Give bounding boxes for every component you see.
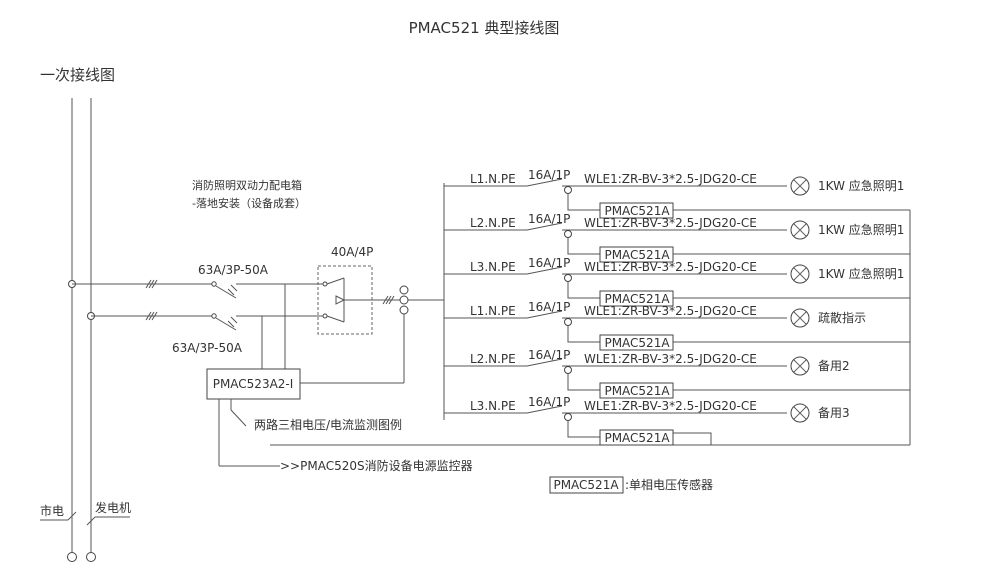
circuit-phase: L3.N.PE — [470, 399, 516, 413]
breaker-top-label: 63A/3P-50A — [198, 263, 269, 277]
circuit-cable-spec: WLE1:ZR-BV-3*2.5-JDG20-CE — [584, 399, 757, 413]
circuit-cable-spec: WLE1:ZR-BV-3*2.5-JDG20-CE — [584, 304, 757, 318]
outgoing-tick-marks — [382, 295, 395, 305]
circuit-breaker-rating: 16A/1P — [528, 256, 570, 270]
circuit-row: L1.N.PE 16A/1P WLE1:ZR-BV-3*2.5-JDG20-CE PM… — [444, 168, 910, 219]
circuit-row: L2.N.PE 16A/1P WLE1:ZR-BV-3*2.5-JDG20-CE PM… — [444, 348, 910, 399]
circuit-load-label: 疏散指示 — [818, 310, 866, 325]
circuit-row: L1.N.PE 16A/1P WLE1:ZR-BV-3*2.5-JDG20-CE PM… — [444, 300, 910, 351]
sensor-lead — [567, 194, 600, 211]
sensor-lead — [567, 238, 600, 255]
sensor-box — [599, 429, 674, 446]
incoming-breaker-bottom — [211, 313, 290, 331]
circuit-breaker-rating: 16A/1P — [528, 168, 570, 182]
page-title: PMAC521 典型接线图 — [409, 19, 560, 37]
breaker-bottom-label: 63A/3P-50A — [172, 341, 243, 355]
sensor-lead — [567, 282, 600, 299]
circuit-cable-spec: WLE1:ZR-BV-3*2.5-JDG20-CE — [584, 172, 757, 186]
circuit-load-label: 1KW 应急照明1 — [818, 266, 904, 281]
circuit-sensor-label: PMAC521A — [604, 384, 670, 398]
circuit-tap-node — [564, 413, 572, 421]
circuit-breaker-blade — [526, 405, 563, 414]
monitor-note: 两路三相电压/电流监测图例 — [254, 417, 402, 432]
main-switch-contacts — [290, 277, 372, 323]
generator-label: 发电机 — [95, 500, 131, 515]
sensor-lead — [567, 374, 600, 391]
circuit-cable-spec: WLE1:ZR-BV-3*2.5-JDG20-CE — [584, 260, 757, 274]
panel-caption-line1: 消防照明双动力配电箱 — [192, 178, 302, 192]
ct-symbols — [300, 285, 409, 384]
circuit-row: L3.N.PE 16A/1P WLE1:ZR-BV-3*2.5-JDG20-CE PM… — [444, 395, 850, 446]
sensor-lead — [567, 326, 600, 343]
circuit-tap-node — [564, 230, 572, 238]
circuit-breaker-rating: 16A/1P — [528, 348, 570, 362]
incoming-breaker-top — [211, 281, 290, 299]
circuit-sensor-label: PMAC521A — [604, 292, 670, 306]
circuit-cable-spec: WLE1:ZR-BV-3*2.5-JDG20-CE — [584, 352, 757, 366]
circuit-phase: L1.N.PE — [470, 304, 516, 318]
circuit-sensor-label: PMAC521A — [604, 336, 670, 350]
sensor-return-line — [673, 432, 712, 445]
circuit-phase: L1.N.PE — [470, 172, 516, 186]
circuit-tap-node — [564, 186, 572, 194]
legend-text: :单相电压传感器 — [625, 477, 713, 492]
circuit-row: L2.N.PE 16A/1P WLE1:ZR-BV-3*2.5-JDG20-CE PM… — [444, 212, 910, 263]
circuit-phase: L3.N.PE — [470, 260, 516, 274]
panel-caption-line2: -落地安装（设备成套） — [192, 196, 306, 210]
circuit-breaker-rating: 16A/1P — [528, 212, 570, 226]
circuit-sensor-label: PMAC521A — [604, 204, 670, 218]
circuit-sensor-label: PMAC521A — [604, 248, 670, 262]
main-switch-label: 40A/4P — [331, 245, 373, 259]
circuit-breaker-blade — [526, 358, 563, 367]
circuit-tap-node — [564, 274, 572, 282]
circuit-load-label: 备用2 — [818, 359, 850, 373]
circuit-breaker-rating: 16A/1P — [528, 395, 570, 409]
circuit-tap-node — [564, 366, 572, 374]
sensor-lead — [567, 421, 600, 438]
monitor-device-label: PMAC523A2-I — [213, 377, 294, 391]
feeder-bottom-tick-marks — [145, 311, 158, 321]
section-title: 一次接线图 — [40, 66, 115, 84]
circuit-cable-spec: WLE1:ZR-BV-3*2.5-JDG20-CE — [584, 216, 757, 230]
circuit-load-label: 1KW 应急照明1 — [818, 178, 904, 193]
generator-terminal — [86, 552, 96, 562]
monitor-device-box — [206, 368, 301, 400]
circuit-breaker-blade — [526, 178, 563, 187]
mains-label: 市电 — [40, 503, 64, 518]
circuit-tap-node — [564, 318, 572, 326]
feeder-top-tick-marks — [145, 279, 158, 289]
circuit-breaker-blade — [526, 310, 563, 319]
circuit-phase: L2.N.PE — [470, 216, 516, 230]
legend-device: PMAC521A — [553, 478, 619, 492]
legend-device-box — [549, 476, 624, 494]
mains-terminal — [67, 552, 77, 562]
circuit-breaker-blade — [526, 222, 563, 231]
circuit-row: L3.N.PE 16A/1P WLE1:ZR-BV-3*2.5-JDG20-CE PM… — [444, 256, 910, 307]
circuit-sensor-label: PMAC521A — [604, 431, 670, 445]
monitor-target: >>PMAC520S消防设备电源监控器 — [280, 458, 473, 473]
circuit-breaker-rating: 16A/1P — [528, 300, 570, 314]
circuit-load-label: 1KW 应急照明1 — [818, 222, 904, 237]
circuit-breaker-blade — [526, 266, 563, 275]
circuit-phase: L2.N.PE — [470, 352, 516, 366]
circuit-load-label: 备用3 — [818, 406, 850, 420]
